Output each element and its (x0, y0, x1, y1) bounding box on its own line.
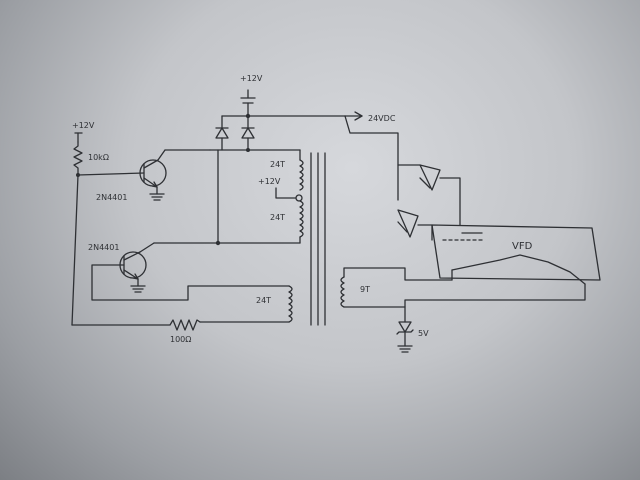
label-display: VFD (512, 241, 533, 252)
label-supply-tap: +12V (258, 177, 281, 186)
winding-mid (299, 200, 304, 244)
winding-lower (199, 285, 293, 323)
center-tap-wire (275, 187, 297, 199)
label-winding-mid: 24T (270, 213, 285, 222)
center-tap-node (295, 194, 303, 202)
diode-left (215, 115, 229, 151)
label-res-base: 10kΩ (88, 153, 109, 162)
label-winding-upper: 24T (270, 160, 285, 169)
transistor-q-top (77, 149, 211, 201)
wire-left-rail (71, 174, 79, 326)
transistor-q-bottom (91, 242, 290, 301)
label-supply-left: +12V (72, 121, 95, 130)
transformer-core (310, 152, 326, 326)
diode-right (241, 115, 255, 151)
zener-diode (396, 306, 414, 353)
label-output: 24VDC (368, 114, 396, 123)
supply-symbol-left (74, 132, 83, 143)
label-q-top: 2N4401 (96, 193, 127, 202)
driver-upper (397, 164, 461, 226)
label-q-bottom: 2N4401 (88, 243, 119, 252)
resistor-100 (71, 319, 201, 331)
resistor-10k (73, 141, 83, 176)
vfd-display (431, 224, 601, 285)
winding-upper (299, 149, 304, 191)
label-winding-secondary: 9T (360, 285, 370, 294)
label-zener: 5V (418, 329, 429, 338)
output-arrow (344, 111, 363, 121)
driver-lower (397, 209, 433, 241)
wire-output-right (344, 115, 399, 201)
label-winding-lower: 24T (256, 296, 271, 305)
supply-symbol-top (240, 89, 256, 117)
winding-secondary (340, 267, 586, 308)
label-supply-top: +12V (240, 74, 263, 83)
junction-diode-bus (246, 148, 250, 152)
label-res-bottom: 100Ω (170, 335, 191, 344)
